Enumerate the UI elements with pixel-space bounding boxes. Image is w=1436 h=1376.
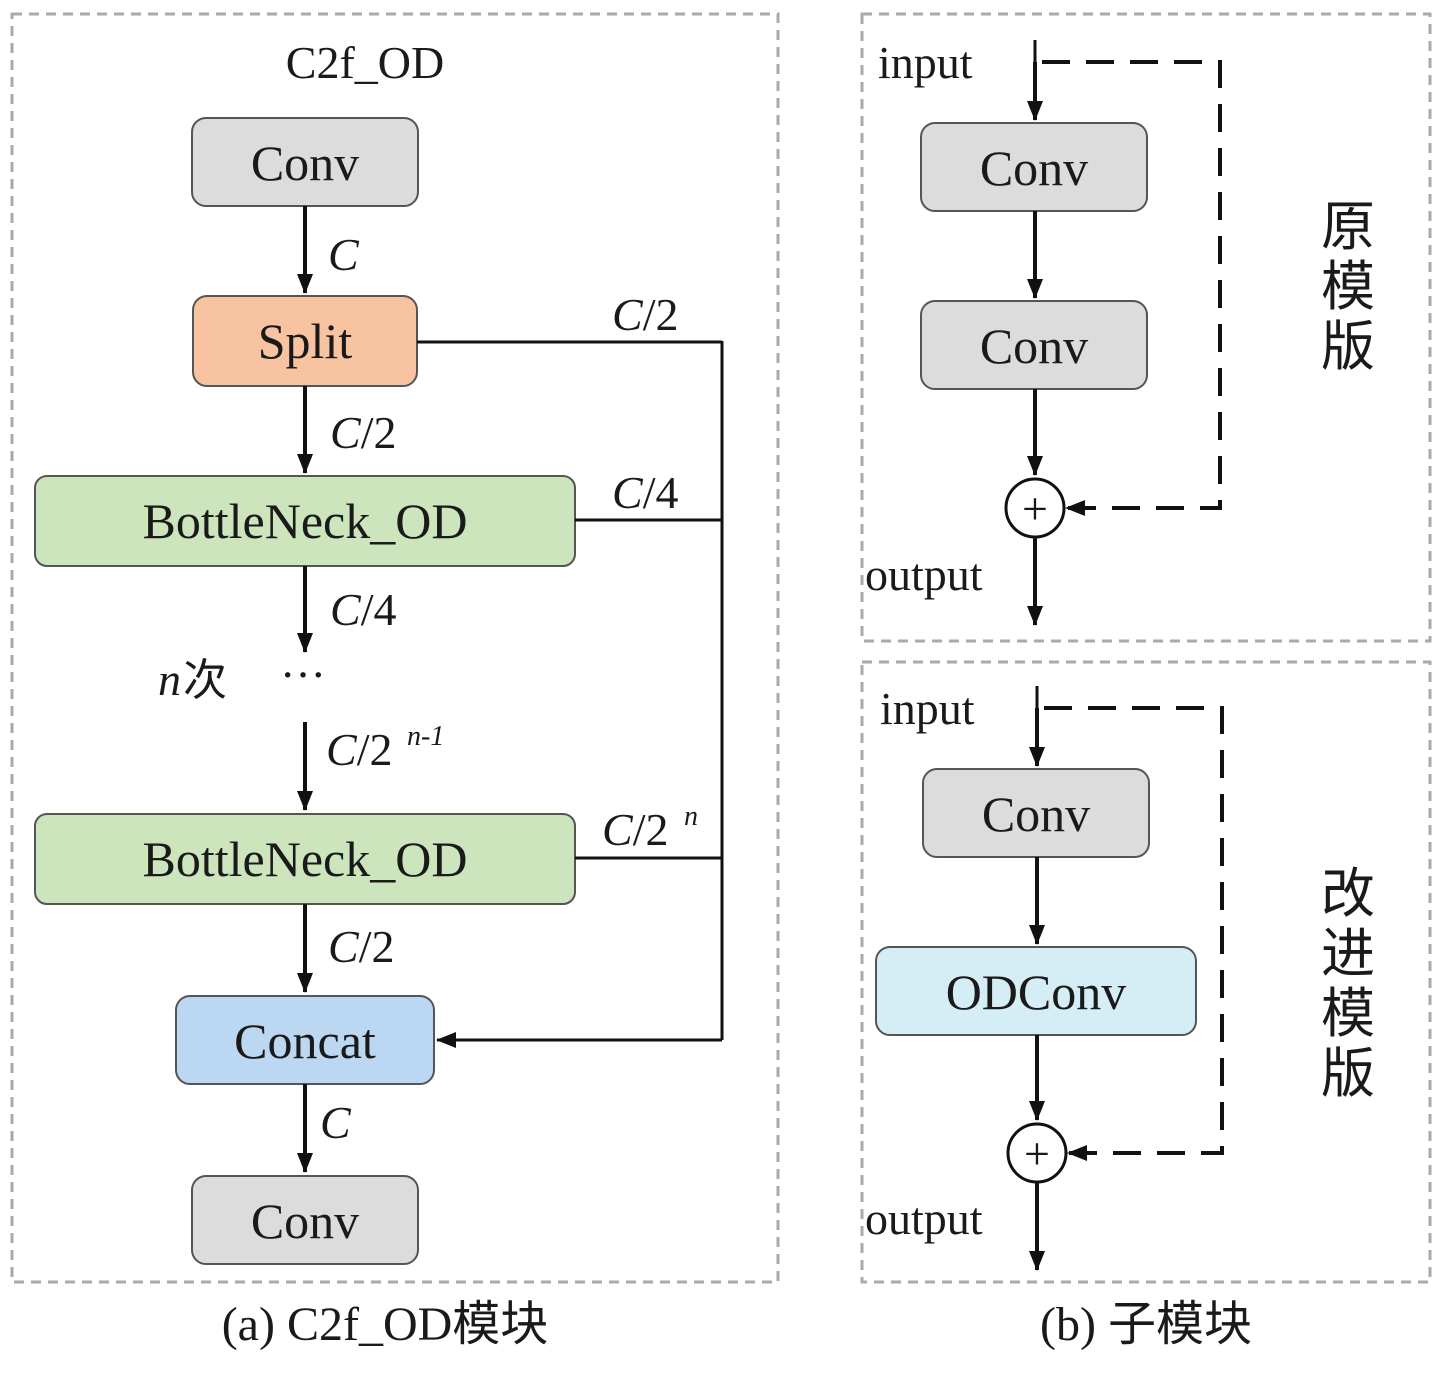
orig-side-char-2: 模 <box>1321 255 1375 318</box>
impr-side-char-2: 进 <box>1321 922 1375 985</box>
side-label-c2: C/2 <box>612 289 678 340</box>
concat-label: Concat <box>234 1013 376 1069</box>
orig-conv1-label: Conv <box>980 140 1088 196</box>
edge-label-c2n1-exp: n-1 <box>407 721 444 752</box>
caption-b: (b) 子模块 <box>1040 1298 1252 1351</box>
side-label-c4: C/4 <box>612 467 678 518</box>
conv-bottom-label: Conv <box>251 1193 359 1249</box>
edge-label-c2n1: C/2 <box>326 724 392 775</box>
edge-label-c-2: C <box>320 1097 352 1148</box>
impr-input-label: input <box>880 683 975 734</box>
split-label: Split <box>258 313 353 369</box>
panel-a-border <box>10 12 780 1284</box>
edge-label-c2-2: C/2 <box>328 921 394 972</box>
caption-a: (a) C2f_OD模块 <box>222 1298 549 1351</box>
conv-top-label: Conv <box>251 135 359 191</box>
orig-input-label: input <box>878 37 973 88</box>
orig-residual-dashed <box>1042 60 1222 516</box>
impr-odconv-label: ODConv <box>946 964 1127 1020</box>
impr-residual-dashed <box>1044 706 1224 1161</box>
orig-plus-sign: + <box>1022 483 1048 534</box>
impr-plus-sign: + <box>1024 1128 1050 1179</box>
panel-a-title: C2f_OD <box>286 37 444 88</box>
repeat-n: n <box>158 654 181 705</box>
bottleneck-n-label: BottleNeck_OD <box>143 831 468 887</box>
edge-label-c-1: C <box>328 229 360 280</box>
bottleneck-1-label: BottleNeck_OD <box>143 493 468 549</box>
panel-b-top-border <box>860 12 1432 643</box>
side-label-c2n: C/2 <box>602 804 668 855</box>
panel-b-bottom-border <box>860 660 1432 1284</box>
orig-side-char-3: 版 <box>1321 315 1375 378</box>
impr-conv-label: Conv <box>982 786 1090 842</box>
edge-label-c4-1: C/4 <box>330 584 396 635</box>
orig-output-label: output <box>865 549 983 600</box>
repeat-dots: ··· <box>280 649 326 700</box>
orig-side-char-1: 原 <box>1321 195 1375 258</box>
impr-side-char-1: 改 <box>1321 862 1375 925</box>
impr-side-char-4: 版 <box>1321 1042 1375 1105</box>
edge-label-c2-1: C/2 <box>330 407 396 458</box>
conv-bottom-box <box>191 1175 419 1265</box>
impr-output-label: output <box>865 1193 983 1244</box>
orig-conv2-label: Conv <box>980 318 1088 374</box>
impr-side-char-3: 模 <box>1321 982 1375 1045</box>
side-label-c2n-exp: n <box>684 801 698 832</box>
repeat-times: 次 <box>183 655 227 706</box>
